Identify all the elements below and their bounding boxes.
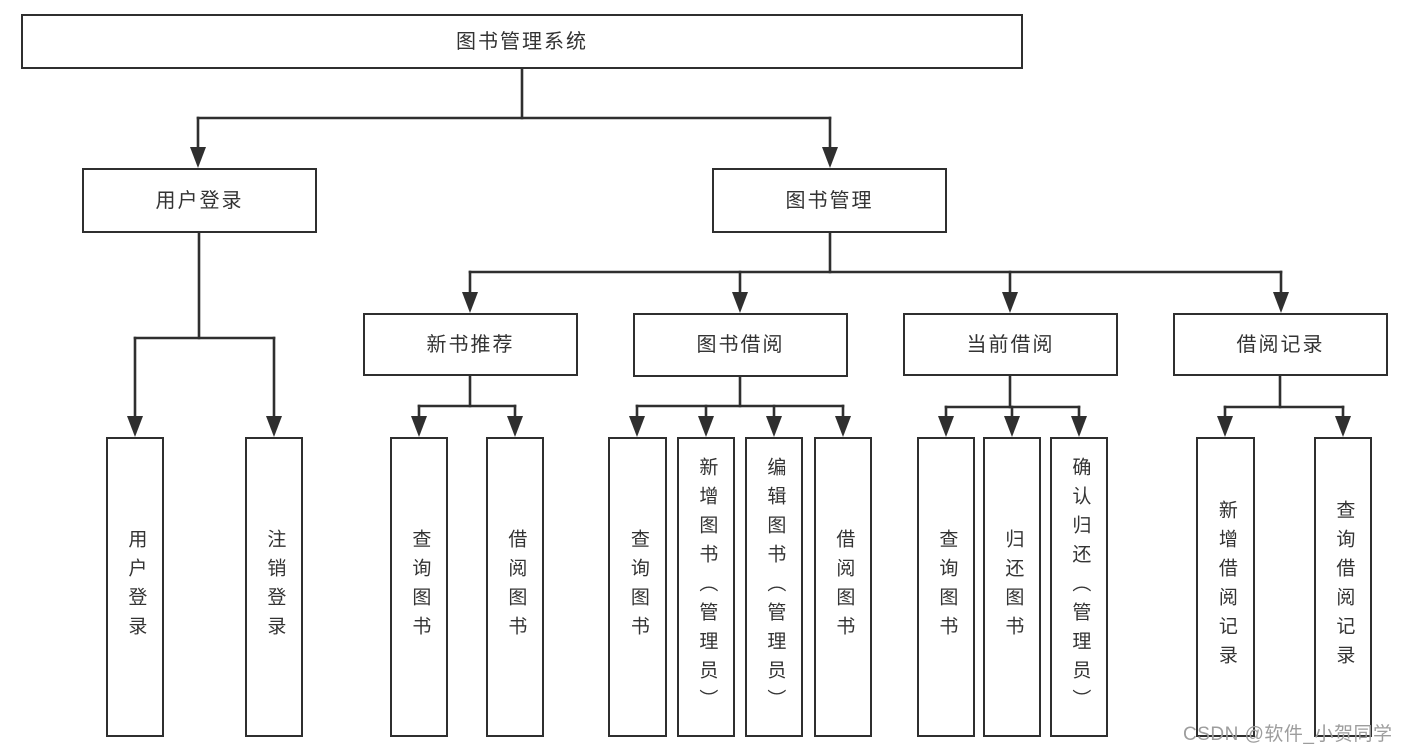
- node-book-management: 图书管理: [712, 168, 947, 233]
- node-user-login: 用户登录: [82, 168, 317, 233]
- leaf-logout: 注销登录: [245, 437, 303, 737]
- leaf-borrow-books-recommend: 借阅图书: [486, 437, 544, 737]
- leaf-query-books-current: 查询图书: [917, 437, 975, 737]
- node-book-borrow: 图书借阅: [633, 313, 848, 377]
- leaf-query-borrow-record: 查询借阅记录: [1314, 437, 1372, 737]
- leaf-query-books-borrow: 查询图书: [608, 437, 667, 737]
- leaf-add-borrow-record: 新增借阅记录: [1196, 437, 1255, 737]
- node-borrow-records: 借阅记录: [1173, 313, 1388, 376]
- csdn-watermark: CSDN @软件_小贺同学: [1183, 724, 1393, 745]
- node-current-borrow: 当前借阅: [903, 313, 1118, 376]
- leaf-user-login: 用户登录: [106, 437, 164, 737]
- leaf-edit-book-admin: 编辑图书（管理员）: [745, 437, 803, 737]
- leaf-add-book-admin: 新增图书（管理员）: [677, 437, 735, 737]
- leaf-borrow-books-2: 借阅图书: [814, 437, 872, 737]
- leaf-confirm-return-admin: 确认归还（管理员）: [1050, 437, 1108, 737]
- node-new-book-recommend: 新书推荐: [363, 313, 578, 376]
- leaf-query-books-recommend: 查询图书: [390, 437, 448, 737]
- leaf-return-book: 归还图书: [983, 437, 1041, 737]
- node-root: 图书管理系统: [21, 14, 1023, 69]
